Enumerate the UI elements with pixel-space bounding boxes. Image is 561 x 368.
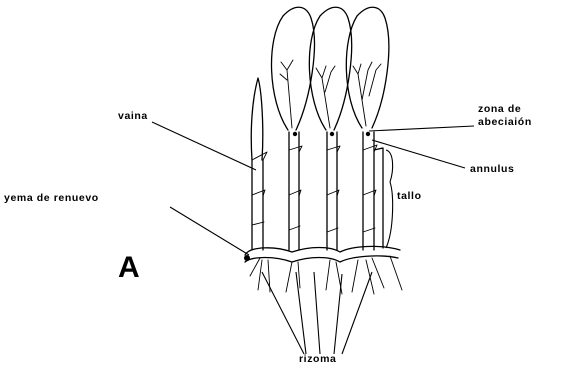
panel-letter: A — [118, 251, 140, 284]
shoots — [252, 132, 383, 250]
label-vaina: vaina — [118, 110, 148, 122]
leaf-blade-3 — [346, 7, 389, 128]
leaf-blade-2 — [309, 7, 351, 130]
rhizome — [244, 246, 402, 294]
label-yema: yema de renuevo — [4, 192, 99, 204]
label-zona-line1: zona de — [478, 103, 521, 115]
leaf-blades — [272, 7, 389, 130]
leaf-blade-1 — [272, 7, 315, 130]
leader-lines — [152, 122, 474, 354]
young-leaf — [251, 78, 263, 160]
label-tallo: tallo — [397, 190, 422, 202]
label-annulus: annulus — [470, 163, 514, 175]
label-rizoma: rizoma — [299, 353, 336, 365]
label-zona-line2: abeciaión — [478, 116, 532, 128]
